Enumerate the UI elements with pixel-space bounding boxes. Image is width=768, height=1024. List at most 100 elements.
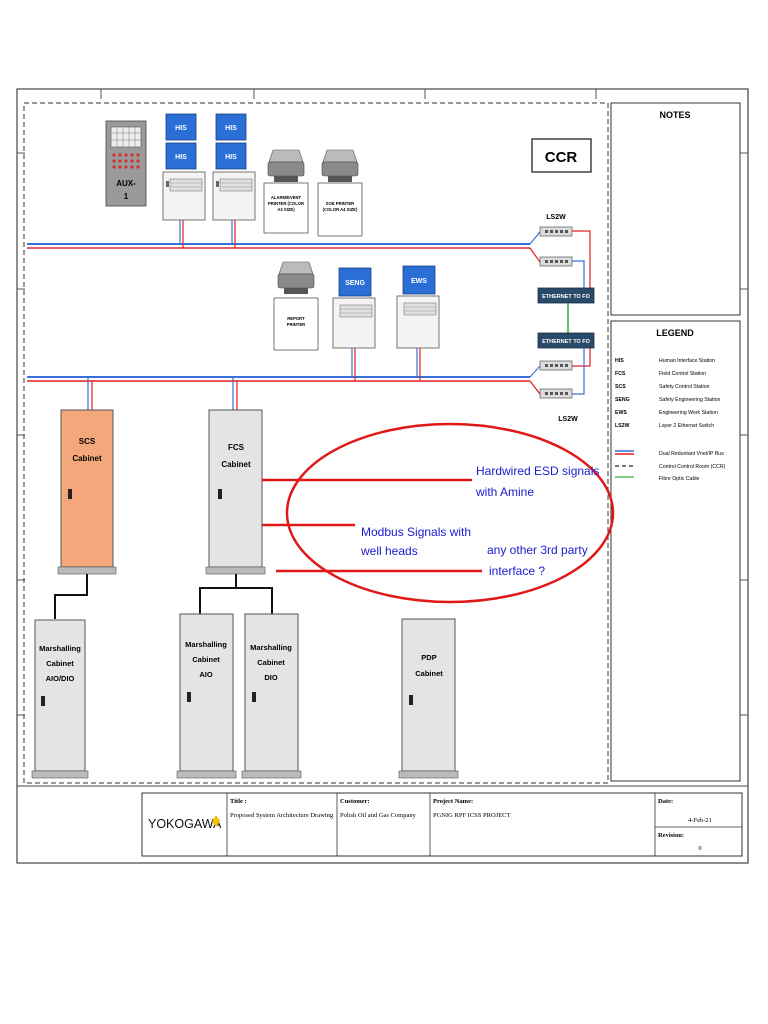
ews-label: EWS (411, 278, 427, 285)
yokogawa-diamond-icon (212, 815, 220, 827)
cabinet-label: AIO/DIO (46, 674, 75, 683)
soe-printer: SOE PRINTER (COLOR A4 SIZE) (317, 149, 363, 237)
ls2w-bottom-label: LS2W (558, 416, 578, 423)
annotation-hardwired: with Amine (475, 485, 534, 499)
his-label: HIS (225, 125, 237, 132)
legend-box (610, 320, 741, 782)
legend-abbr: EWS (615, 410, 627, 416)
fiber-link-top-blue (572, 260, 585, 288)
ccr-label: CCR (545, 149, 578, 166)
eth-fo-label: ETHERNET TO FO (542, 339, 591, 345)
legend-desc: Layer 2 Ethernet Switch (659, 423, 714, 429)
cabinet-label: DIO (264, 673, 278, 682)
fcs-cabinet: FCS Cabinet (205, 409, 266, 575)
fiber-link-bottom-blue (572, 348, 585, 395)
legend-line-descs: Dual Reduntant Vnet/IP Bus Control Contr… (659, 451, 726, 482)
legend-desc: Safety Control Station (659, 384, 710, 390)
marshalling-cabinet-aio-dio: Marshalling Cabinet AIO/DIO (31, 619, 89, 779)
cabinet-label: PDP (421, 653, 436, 662)
aux-panel: AUX- 1 (105, 120, 147, 207)
legend-desc: Safety Engineering Station (659, 397, 721, 403)
legend-desc: Field Control Station (659, 371, 706, 377)
interface-annotations: Hardwired ESD signals with Amine Modbus … (360, 464, 599, 578)
title-block-fields: Title : Proposed System Architecture Dra… (230, 798, 712, 852)
project-label: Project Name: (433, 798, 473, 805)
interface-highlight-ellipse (285, 422, 615, 604)
alarm-event-printer: ALARM/EVENT PRINTER (COLOR A3 SIZE) (263, 149, 309, 234)
notes-title: NOTES (659, 110, 690, 120)
printer-label: (COLOR A4 SIZE) (323, 207, 358, 212)
upper-network-bus (27, 220, 541, 263)
yokogawa-logo: YOKOGAWA (148, 817, 222, 831)
lower-network-bus (27, 348, 541, 410)
aux-label: AUX- (116, 179, 136, 188)
his-label: HIS (175, 154, 187, 161)
revision-label: Revision: (658, 832, 684, 839)
cabinet-label: AIO (199, 670, 213, 679)
ccr-label-box (531, 138, 592, 173)
project-value: PGNIG RPF ICSS PROJECT (433, 812, 511, 819)
ls2w-switch-top-a (539, 226, 573, 237)
cabinet-label: Cabinet (415, 669, 443, 678)
title-label: Title : (230, 798, 247, 805)
ls2w-switch-bottom-b (539, 388, 573, 399)
printer-label: A3 SIZE) (277, 207, 295, 212)
annotation-modbus: well heads (360, 544, 418, 558)
pdp-cabinet: PDP Cabinet (398, 618, 459, 779)
legend-abbr: HIS (615, 358, 624, 364)
notes-box (610, 102, 741, 316)
ccr-boundary (23, 102, 609, 784)
legend-abbr: SCS (615, 384, 626, 390)
his-label: HIS (225, 154, 237, 161)
fiber-link-top-red (572, 230, 591, 288)
ls2w-switch-bottom-a (539, 360, 573, 371)
cabinet-label: Cabinet (257, 658, 285, 667)
legend-desc: Engineering Work Station (659, 410, 718, 416)
cabinet-label: Marshalling (250, 643, 292, 652)
legend-abbr: LS2W (615, 423, 630, 429)
legend-items: HIS Human Interface Station FCS Field Co… (615, 358, 721, 429)
legend-abbr: FCS (615, 371, 626, 377)
printer-label: REPORT (287, 316, 305, 321)
cabinet-label: Cabinet (46, 659, 74, 668)
annotation-modbus: Modbus Signals with (361, 525, 471, 539)
annotation-hardwired: Hardwired ESD signals (476, 464, 599, 478)
ls2w-top-label: LS2W (546, 214, 566, 221)
revision-value: 0 (698, 845, 701, 852)
cabinet-label: Marshalling (185, 640, 227, 649)
marshalling-cabinet-aio: Marshalling Cabinet AIO (176, 613, 237, 779)
annotation-third-party: any other 3rd party (487, 543, 588, 557)
cabinet-links (54, 574, 273, 619)
date-value: 4-Feb-21 (688, 817, 712, 824)
printer-label: SOE PRINTER (326, 201, 354, 206)
customer-value: Polish Oil and Gas Company (340, 812, 417, 819)
seng-station: SENG (332, 267, 376, 349)
printer-label: ALARM/EVENT (271, 195, 302, 200)
cabinet-label: Cabinet (221, 460, 251, 469)
ethernet-to-fo-bottom: ETHERNET TO FO (537, 332, 595, 349)
printer-label: PRINTER (287, 322, 305, 327)
his-station-1: HIS HIS (162, 113, 206, 221)
ls2w-switch-top-b (539, 256, 573, 267)
legend-abbr: SENG (615, 397, 630, 403)
date-label: Date: (658, 798, 673, 805)
drawing-frame (16, 88, 749, 864)
cabinet-label: SCS (79, 437, 96, 446)
scs-cabinet: SCS Cabinet (57, 409, 117, 575)
aux-number: 1 (124, 192, 129, 201)
title-block (17, 785, 748, 857)
his-label: HIS (175, 125, 187, 132)
cabinet-label: FCS (228, 443, 245, 452)
eth-fo-label: ETHERNET TO FO (542, 294, 591, 300)
annotation-third-party: interface ? (489, 564, 545, 578)
cabinet-label: Cabinet (192, 655, 220, 664)
legend-line-desc: Fibre Optic Cable (659, 476, 699, 482)
legend-desc: Human Interface Station (659, 358, 715, 364)
ethernet-to-fo-top: ETHERNET TO FO (537, 287, 595, 304)
ews-station: EWS (396, 265, 440, 349)
legend-title: LEGEND (656, 328, 694, 338)
legend-line-desc: Control Control Room (CCR) (659, 464, 726, 470)
his-station-2: HIS HIS (212, 113, 256, 221)
marshalling-cabinet-dio: Marshalling Cabinet DIO (241, 613, 302, 779)
